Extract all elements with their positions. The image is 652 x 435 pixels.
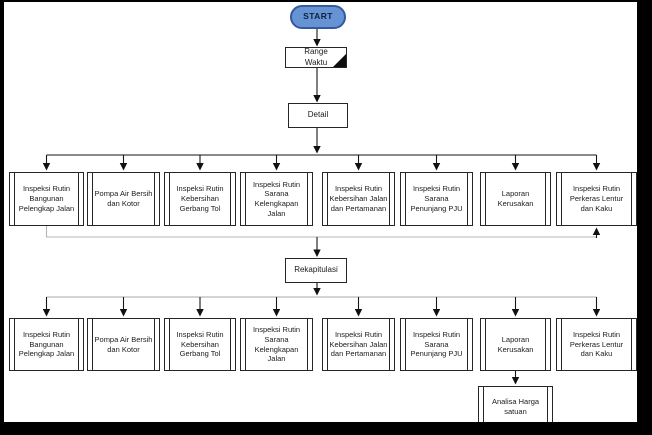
- process-node-row2-2: Pompa Air Bersih dan Kotor: [87, 318, 160, 371]
- inner-line: [14, 319, 15, 370]
- process-label: Laporan Kerusakan: [497, 189, 534, 208]
- process-label: Inspeksi Rutin Bangunan Pelengkap Jalan: [18, 184, 75, 213]
- process-node-row2-4: Inspeksi Rutin Sarana Kelengkapan Jalan: [240, 318, 313, 371]
- inner-line: [485, 173, 486, 225]
- inner-line: [154, 319, 155, 370]
- process-label: Inspeksi Rutin Kebersihan Jalan dan Pert…: [329, 329, 388, 359]
- process-label: Inspeksi Rutin Kebersihan Gerbang Tol: [176, 329, 224, 359]
- inner-line: [483, 387, 484, 422]
- detail-label: Detail: [307, 110, 329, 120]
- process-node-row1-4: Inspeksi Rutin Sarana Kelengkapan Jalan: [240, 172, 313, 226]
- inner-line: [230, 319, 231, 370]
- process-label: Inspeksi Rutin Perkeras Lentur dan Kaku: [569, 329, 624, 359]
- process-node-row1-7: Laporan Kerusakan: [480, 172, 551, 226]
- inner-line: [561, 173, 562, 225]
- inner-line: [245, 173, 246, 225]
- inner-line: [245, 319, 246, 370]
- inner-line: [78, 173, 79, 225]
- inner-line: [230, 173, 231, 225]
- inner-line: [405, 173, 406, 225]
- inner-line: [389, 173, 390, 225]
- process-node-row1-3: Inspeksi Rutin Kebersihan Gerbang Tol: [164, 172, 236, 226]
- process-node-row1-2: Pompa Air Bersih dan Kotor: [87, 172, 160, 226]
- process-node-row2-3: Inspeksi Rutin Kebersihan Gerbang Tol: [164, 318, 236, 371]
- start-label: START: [303, 11, 333, 22]
- process-label: Inspeksi Rutin Perkeras Lentur dan Kaku: [569, 184, 624, 213]
- flowchart-canvas: START Range Waktu Detail Inspeksi Rutin …: [4, 2, 637, 422]
- process-label: Pompa Air Bersih dan Kotor: [94, 334, 153, 354]
- process-label: Inspeksi Rutin Sarana Penunjang PJU: [410, 184, 463, 213]
- rekapitulasi-node: Rekapitulasi: [285, 258, 347, 283]
- inner-line: [545, 319, 546, 370]
- process-node-row2-7: Laporan Kerusakan: [480, 318, 551, 371]
- inner-line: [307, 319, 308, 370]
- process-node-row2-1: Inspeksi Rutin Bangunan Pelengkap Jalan: [9, 318, 84, 371]
- process-label: Inspeksi Rutin Kebersihan Jalan dan Pert…: [329, 184, 388, 213]
- analisa-harga-satuan-node: Analisa Harga satuan: [478, 386, 553, 422]
- inner-line: [307, 173, 308, 225]
- fold-corner-icon: [333, 54, 346, 67]
- inner-line: [467, 173, 468, 225]
- process-label: Inspeksi Rutin Sarana Penunjang PJU: [410, 329, 463, 359]
- inner-line: [631, 173, 632, 225]
- process-node-row1-8: Inspeksi Rutin Perkeras Lentur dan Kaku: [556, 172, 637, 226]
- process-node-row1-6: Inspeksi Rutin Sarana Penunjang PJU: [400, 172, 473, 226]
- inner-line: [467, 319, 468, 370]
- process-node-row1-1: Inspeksi Rutin Bangunan Pelengkap Jalan: [9, 172, 84, 226]
- inner-line: [545, 173, 546, 225]
- detail-node: Detail: [288, 103, 348, 128]
- inner-line: [389, 319, 390, 370]
- inner-line: [14, 173, 15, 225]
- process-node-row2-5: Inspeksi Rutin Kebersihan Jalan dan Pert…: [322, 318, 395, 371]
- inner-line: [169, 173, 170, 225]
- start-node: START: [290, 5, 346, 29]
- range-waktu-label: Range Waktu: [304, 47, 328, 67]
- analisa-label: Analisa Harga satuan: [491, 397, 540, 416]
- inner-line: [92, 319, 93, 370]
- process-label: Inspeksi Rutin Sarana Kelengkapan Jalan: [252, 179, 301, 218]
- process-node-row2-8: Inspeksi Rutin Perkeras Lentur dan Kaku: [556, 318, 637, 371]
- process-node-row1-5: Inspeksi Rutin Kebersihan Jalan dan Pert…: [322, 172, 395, 226]
- process-label: Pompa Air Bersih dan Kotor: [94, 189, 153, 208]
- inner-line: [169, 319, 170, 370]
- inner-line: [78, 319, 79, 370]
- inner-line: [154, 173, 155, 225]
- inner-line: [631, 319, 632, 370]
- range-waktu-node: Range Waktu: [285, 47, 347, 68]
- inner-line: [327, 319, 328, 370]
- inner-line: [561, 319, 562, 370]
- rekapitulasi-label: Rekapitulasi: [294, 265, 338, 275]
- process-node-row2-6: Inspeksi Rutin Sarana Penunjang PJU: [400, 318, 473, 371]
- process-label: Inspeksi Rutin Sarana Kelengkapan Jalan: [252, 325, 301, 364]
- process-label: Laporan Kerusakan: [497, 334, 534, 354]
- inner-line: [405, 319, 406, 370]
- process-label: Inspeksi Rutin Bangunan Pelengkap Jalan: [18, 329, 75, 359]
- inner-line: [547, 387, 548, 422]
- inner-line: [327, 173, 328, 225]
- process-label: Inspeksi Rutin Kebersihan Gerbang Tol: [176, 184, 224, 213]
- inner-line: [92, 173, 93, 225]
- inner-line: [485, 319, 486, 370]
